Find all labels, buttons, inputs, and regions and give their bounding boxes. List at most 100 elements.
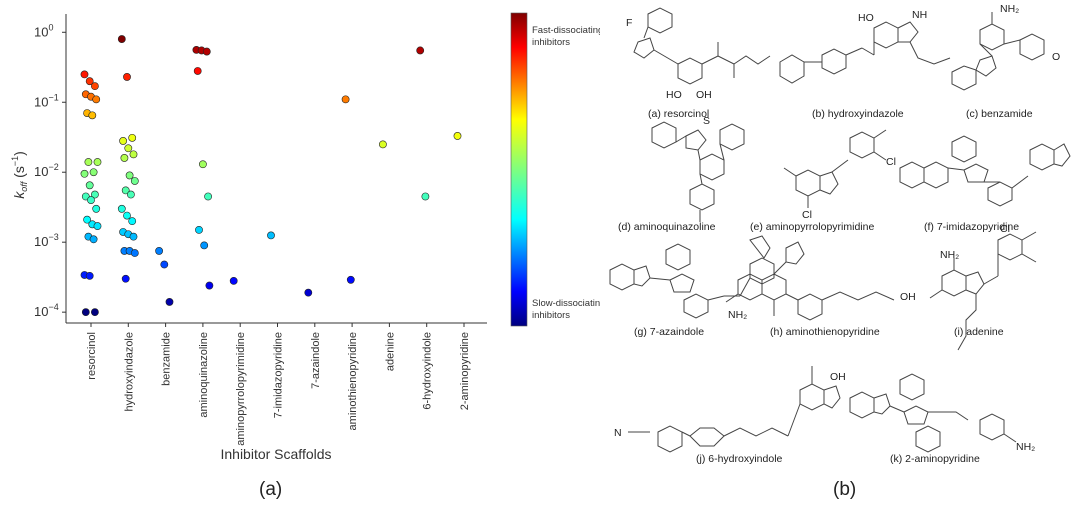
structure-drawing-f xyxy=(899,135,1071,207)
panel-label-b: (b) xyxy=(833,479,857,500)
atom-label-a-oh: OH xyxy=(696,89,712,101)
x-tick-label: aminopyrrolopyrimidine xyxy=(235,332,247,446)
colorbar-bottom-label-2: inhibitors xyxy=(532,310,570,321)
data-point xyxy=(205,281,214,290)
data-point xyxy=(85,77,94,86)
y-tick-label: 100 xyxy=(34,22,53,39)
x-tick-label: aminothienopyridine xyxy=(347,332,359,430)
y-tick-label: 10−1 xyxy=(34,92,59,109)
data-point xyxy=(304,288,313,297)
atom-label-j-oh: OH xyxy=(830,371,846,383)
colorbar-top-label-1: Fast-dissociating xyxy=(532,25,600,36)
data-point xyxy=(129,150,138,159)
data-point xyxy=(155,247,163,255)
data-point xyxy=(92,204,101,213)
structure-drawing-c xyxy=(951,12,1045,91)
data-point xyxy=(93,222,102,230)
data-point xyxy=(117,204,126,213)
data-point xyxy=(130,249,139,257)
data-point xyxy=(120,154,129,162)
data-point xyxy=(91,82,99,91)
data-point xyxy=(229,276,238,285)
data-point xyxy=(89,235,98,244)
data-point xyxy=(200,241,209,250)
data-point xyxy=(204,192,212,201)
atom-label-h-nh2: NH₂ xyxy=(728,309,747,321)
x-axis-label: Inhibitor Scaffolds xyxy=(220,446,331,462)
data-point xyxy=(193,67,202,75)
caption-h: (h) aminothienopyridine xyxy=(770,326,880,338)
caption-b: (b) hydroxyindazole xyxy=(812,108,904,120)
caption-i: (i) adenine xyxy=(954,326,1004,338)
data-point xyxy=(378,140,387,149)
atom-label-i-cl: Cl xyxy=(1000,223,1010,235)
data-point xyxy=(128,133,137,142)
y-tick-label: 10−3 xyxy=(34,232,59,249)
data-point xyxy=(117,35,126,43)
data-point xyxy=(85,181,94,190)
y-tick-label: 10−4 xyxy=(34,302,59,319)
atom-label-b-nh: NH xyxy=(912,9,927,21)
atom-label-c-nh2: NH₂ xyxy=(1000,3,1019,15)
atom-label-a-ho: HO xyxy=(666,89,682,101)
x-tick-label: benzamide xyxy=(161,332,173,386)
structure-drawing-d xyxy=(651,121,745,222)
data-point xyxy=(453,132,462,140)
data-point xyxy=(341,95,350,104)
data-point xyxy=(80,169,89,178)
x-tick-label: aminoquinazoline xyxy=(198,332,210,418)
caption-d: (d) aminoquinazoline xyxy=(618,221,716,233)
x-tick-label: resorcinol xyxy=(86,332,98,380)
data-point xyxy=(87,196,95,204)
atom-label-c-o: O xyxy=(1052,51,1060,63)
panel-label-a: (a) xyxy=(259,479,283,500)
x-tick-label: adenine xyxy=(384,332,396,371)
data-point xyxy=(267,231,275,240)
caption-e: (e) aminopyrrolopyrimidine xyxy=(750,221,874,233)
data-point xyxy=(93,158,102,166)
caption-c: (c) benzamide xyxy=(966,108,1033,120)
data-point xyxy=(91,308,99,317)
colorbar xyxy=(510,12,528,327)
x-ticks: resorcinol hydroxyindazole benzamide aminoq… xyxy=(86,323,471,446)
atom-label-e-cl: Cl xyxy=(802,209,812,221)
y-axis-label: koff (s−1) xyxy=(10,151,29,199)
koff-scatter-chart: koff (s−1) 100 10−1 10−2 10−3 10−4 resorcino… xyxy=(10,12,600,462)
data-point xyxy=(84,158,93,166)
data-point xyxy=(126,190,135,199)
x-tick-label: 6-hydroxyindole xyxy=(422,332,434,410)
data-point xyxy=(416,46,425,55)
caption-a: (a) resorcinol xyxy=(648,108,709,120)
data-point xyxy=(89,168,98,177)
structure-drawing-g xyxy=(609,235,775,319)
data-point xyxy=(119,137,127,145)
data-point xyxy=(128,217,137,226)
caption-j: (j) 6-hydroxyindole xyxy=(696,453,783,465)
y-tick-label: 10−2 xyxy=(34,162,59,179)
data-point xyxy=(123,211,131,220)
atom-label-i-nh2: NH₂ xyxy=(940,249,959,261)
data-point xyxy=(130,177,139,185)
structure-drawing-h xyxy=(725,241,895,321)
x-tick-label: 7-azaindole xyxy=(310,332,322,389)
data-point xyxy=(85,271,94,280)
structure-drawing-j xyxy=(628,366,841,453)
caption-k: (k) 2-aminopyridine xyxy=(890,453,980,465)
data-point xyxy=(195,225,203,234)
scaffold-structures-panel: F HO OH HO NH NH₂ O xyxy=(609,3,1071,465)
atom-label-j-n: N xyxy=(614,427,622,439)
x-tick-label: hydroxyindazole xyxy=(123,332,135,412)
x-tick-label: 7-imidazopyridine xyxy=(273,332,285,418)
colorbar-top-label-2: inhibitors xyxy=(532,37,570,48)
atom-label-k-nh2: NH₂ xyxy=(1016,441,1035,453)
data-points xyxy=(80,35,462,317)
data-point xyxy=(81,308,90,317)
atom-label-b-ho: HO xyxy=(858,12,874,24)
atom-label-e-cl2: Cl xyxy=(886,156,896,168)
x-tick-label: 2-aminopyridine xyxy=(459,332,471,410)
caption-f: (f) 7-imidazopyridine xyxy=(924,221,1019,233)
colorbar-bottom-label-1: Slow-dissociating xyxy=(532,298,600,309)
data-point xyxy=(421,192,430,201)
data-point xyxy=(91,190,99,199)
data-point xyxy=(125,171,134,180)
